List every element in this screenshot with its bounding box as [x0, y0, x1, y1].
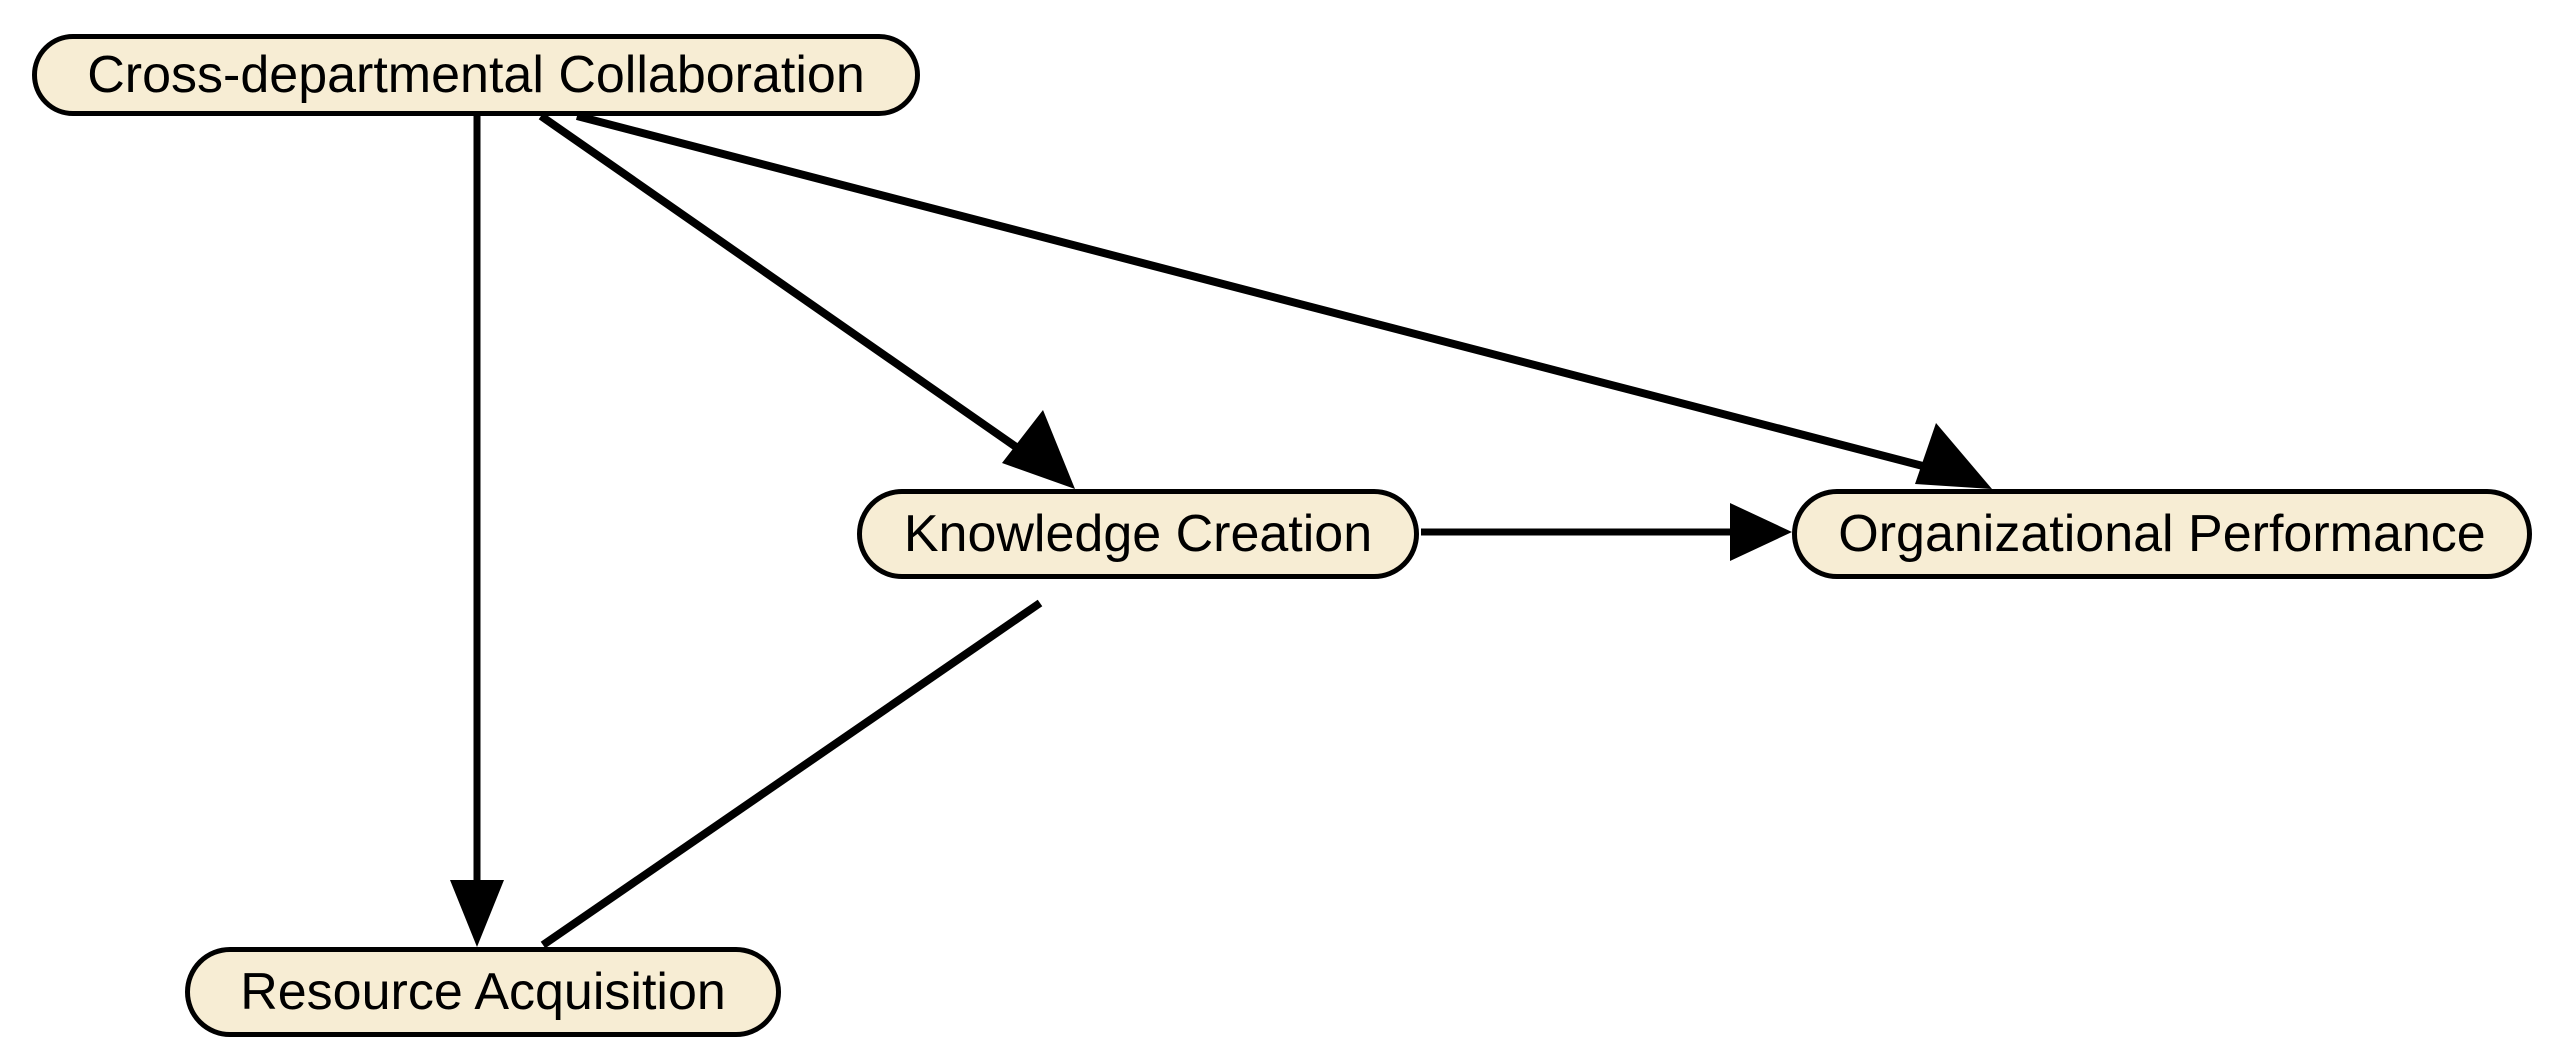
edge-knowledge-to-performance [1421, 503, 1792, 561]
node-label: Organizational Performance [1838, 505, 2486, 563]
edge-resource-to-knowledge [540, 515, 1077, 949]
edge-collab-to-performance [575, 112, 1992, 489]
node-label: Knowledge Creation [903, 505, 1373, 563]
edge-collab-to-knowledge [538, 112, 1075, 489]
node-knowledge-creation[interactable]: Knowledge Creation [857, 489, 1419, 579]
node-organizational-performance[interactable]: Organizational Performance [1792, 489, 2532, 579]
edge-collab-to-resource [450, 116, 504, 947]
node-resource-acquisition[interactable]: Resource Acquisition [185, 947, 781, 1037]
node-label: Resource Acquisition [240, 963, 726, 1021]
node-cross-departmental-collaboration[interactable]: Cross-departmental Collaboration [32, 34, 920, 116]
node-label: Cross-departmental Collaboration [87, 46, 865, 104]
